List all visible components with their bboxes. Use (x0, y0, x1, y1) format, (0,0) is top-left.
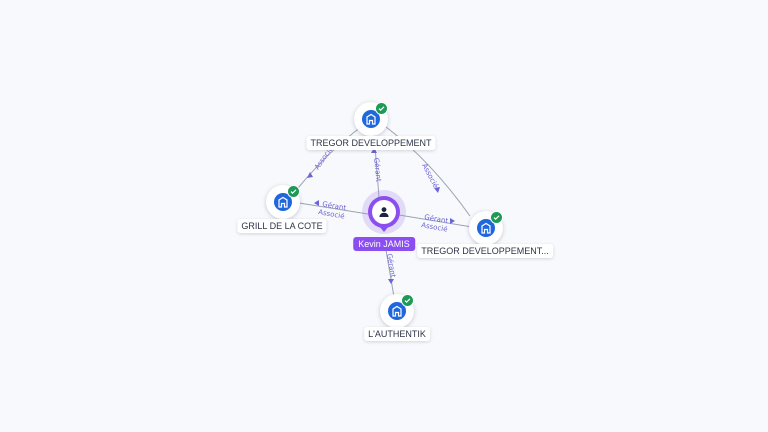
verified-badge (490, 211, 503, 224)
user-icon (379, 207, 389, 217)
building-icon (366, 113, 376, 125)
verified-badge (401, 294, 414, 307)
edge-label-tregor1-tregor2: Associé (420, 162, 439, 189)
edge-label-person-tregor1: Gérant (372, 157, 382, 182)
person-pin-tip (379, 226, 389, 232)
arrow-grill-from-tregor1 (307, 172, 313, 178)
company-label-tregor1[interactable]: TREGOR DEVELOPPEMENT (306, 136, 436, 150)
company-label-lauthentik[interactable]: L'AUTHENTIK (364, 327, 430, 341)
verified-badge (375, 102, 388, 115)
edge-person-tregor2 (398, 214, 473, 228)
company-icon-disc (477, 219, 495, 237)
edge-person-grill (298, 202, 369, 215)
building-icon (278, 196, 288, 208)
edge-person-lauthentik (385, 249, 395, 298)
check-icon (290, 189, 297, 195)
company-label-grill[interactable]: GRILL DE LA COTE (237, 219, 327, 233)
edge-tregor1-grill (297, 126, 362, 189)
person-icon-disc (372, 200, 396, 224)
company-icon-disc (274, 193, 292, 211)
person-pin (368, 196, 400, 228)
check-icon (493, 215, 500, 221)
person-label[interactable]: Kevin JAMIS (353, 237, 415, 251)
edge-tregor1-tregor2 (385, 126, 471, 217)
arrow-tregor1-from-person (371, 148, 377, 153)
check-icon (378, 106, 385, 112)
arrow-tregor2-from-person (450, 218, 455, 224)
check-icon (404, 298, 411, 304)
edge-label-person-lauthentik: Gérant (385, 253, 397, 278)
arrow-lauthentik-from-person (388, 279, 394, 284)
arrow-tregor2-from-tregor1 (434, 187, 440, 193)
building-icon (481, 222, 491, 234)
company-icon-disc (362, 110, 380, 128)
building-icon (392, 305, 402, 317)
company-label-tregor2[interactable]: TREGOR DEVELOPPEMENT... (417, 244, 553, 258)
verified-badge (287, 185, 300, 198)
arrow-grill-from-person (314, 200, 319, 206)
company-icon-disc (388, 302, 406, 320)
